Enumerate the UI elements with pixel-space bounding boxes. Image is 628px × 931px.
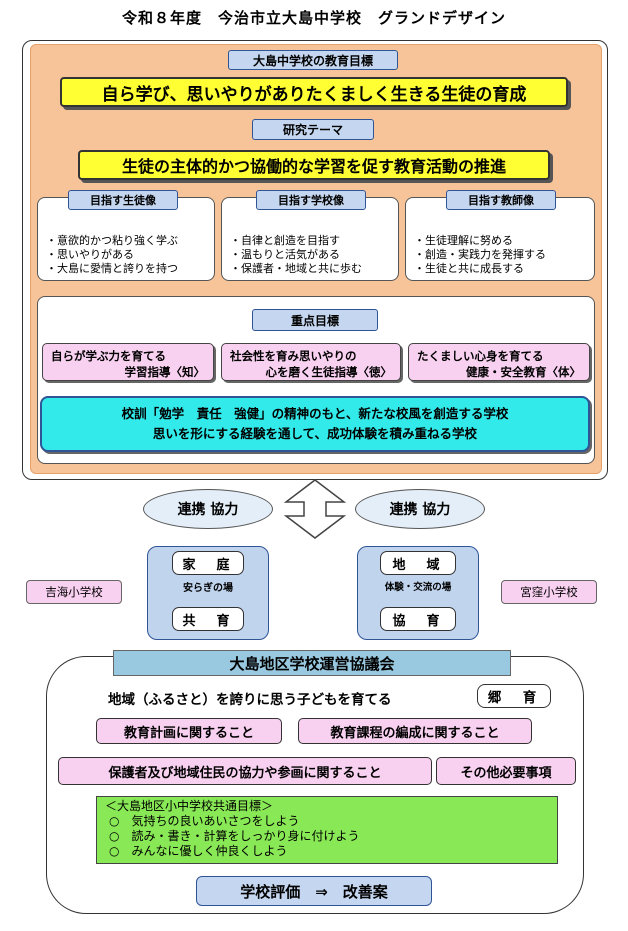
focus-goal-line: 社会性を育み思いやりの <box>230 349 357 363</box>
ideal-student-box: ・意欲的かつ粘り強く学ぶ ・思いやりがある ・大島に愛情と誇りを持つ <box>37 197 215 281</box>
elementary-school-left: 吉海小学校 <box>26 580 122 604</box>
focus-goal-line: 心を磨く生徒指導〈徳〉 <box>265 365 393 379</box>
education-goal-label: 大島中学校の教育目標 <box>228 50 398 70</box>
council-item-curriculum: 教育課程の編成に関すること <box>298 718 532 744</box>
research-theme-text: 生徒の主体的かつ協働的な学習を促す教育活動の推進 <box>78 150 550 180</box>
ideal-school-box: ・自律と創造を目指す ・温もりと活気がある ・保護者・地域と共に歩む <box>221 197 399 281</box>
ideal-teacher-item: ・生徒と共に成長する <box>414 262 524 275</box>
home-role: 共 育 <box>172 607 244 631</box>
page-title: 令和８年度 今治市立大島中学校 グランドデザイン <box>121 8 506 27</box>
education-goal-text: 自ら学び、思いやりがありたくましく生きる生徒の育成 <box>60 77 568 107</box>
focus-goal-line: 健康・安全教育〈体〉 <box>466 365 581 379</box>
home-subtitle: 安らぎの場 <box>183 582 233 594</box>
focus-goal-virtue: 社会性を育み思いやりの 心を磨く生徒指導〈徳〉 <box>221 343 401 381</box>
common-goal-item: ○ みんなに優しく仲良くしよう <box>109 844 288 858</box>
ideal-school-item: ・自律と創造を目指す <box>230 234 340 247</box>
ideal-student-item: ・意欲的かつ粘り強く学ぶ <box>46 234 178 247</box>
common-goal-item: ○ 読み・書き・計算をしっかり身に付けよう <box>109 829 360 843</box>
region-subtitle: 体験・交流の場 <box>384 582 452 593</box>
ideal-school-item: ・温もりと活気がある <box>230 248 340 261</box>
council-label: 大島地区学校運営協議会 <box>113 650 511 676</box>
motto-line: 校訓「勉学 責任 強健」の精神のもと、新たな校風を創造する学校 <box>121 406 509 421</box>
council-mission: 地域（ふるさと）を誇りに思う子どもを育てる <box>108 692 392 708</box>
common-goals-title: ＜大島地区小中学校共通目標＞ <box>105 799 274 813</box>
ideal-school-label: 目指す学校像 <box>256 190 366 210</box>
council-item-education-plan: 教育計画に関すること <box>96 718 282 744</box>
focus-goal-line: 学習指導〈知〉 <box>124 365 206 379</box>
region-title: 地 域 <box>380 551 456 575</box>
council-mission-tag: 郷 育 <box>477 684 551 708</box>
ideal-student-item: ・思いやりがある <box>46 248 134 261</box>
ideal-teacher-item: ・創造・実践力を発揮する <box>414 248 546 261</box>
elementary-school-right: 宮窪小学校 <box>501 580 597 604</box>
focus-goal-knowledge: 自らが学ぶ力を育てる 学習指導〈知〉 <box>42 343 214 381</box>
cooperation-ellipse-left: 連携 協力 <box>143 489 273 529</box>
focus-goal-body: たくましい心身を育てる 健康・安全教育〈体〉 <box>408 343 590 381</box>
ideal-student-item: ・大島に愛情と誇りを持つ <box>46 262 178 275</box>
common-goals-box: ＜大島地区小中学校共通目標＞ ○ 気持ちの良いあいさつをしよう ○ 読み・書き・… <box>96 796 558 864</box>
cooperation-ellipse-right: 連携 協力 <box>355 489 485 529</box>
motto-line: 思いを形にする経験を通して、成功体験を積み重ねる学校 <box>152 426 478 441</box>
ideal-school-item: ・保護者・地域と共に歩む <box>230 262 362 275</box>
common-goal-item: ○ 気持ちの良いあいさつをしよう <box>109 814 300 828</box>
council-item-community-cooperation: 保護者及び地域住民の協力や参画に関すること <box>58 757 432 785</box>
double-arrow-icon <box>283 479 347 539</box>
school-motto-box: 校訓「勉学 責任 強健」の精神のもと、新たな校風を創造する学校 思いを形にする経… <box>40 396 590 452</box>
ideal-teacher-item: ・生徒理解に努める <box>414 234 513 247</box>
focus-goals-label: 重点目標 <box>252 309 378 331</box>
research-theme-label: 研究テーマ <box>252 119 374 140</box>
ideal-teacher-label: 目指す教師像 <box>446 190 556 210</box>
home-title: 家 庭 <box>172 551 244 575</box>
focus-goal-line: 自らが学ぶ力を育てる <box>51 349 166 363</box>
evaluation-box: 学校評価 ⇒ 改善案 <box>196 876 432 906</box>
focus-goal-line: たくましい心身を育てる <box>417 349 544 363</box>
ideal-student-label: 目指す生徒像 <box>68 190 178 210</box>
region-role: 協 育 <box>380 607 456 631</box>
council-item-other: その他必要事項 <box>436 757 576 785</box>
